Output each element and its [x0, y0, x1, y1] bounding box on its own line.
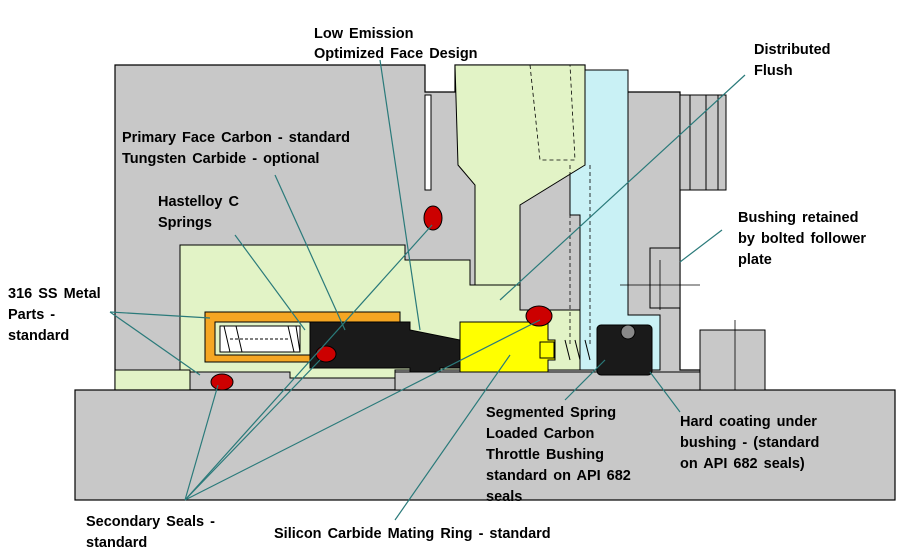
flush-port [454, 64, 586, 286]
housing-slot [424, 94, 432, 191]
label-bushing-retained: Bushing retained by bolted follower plat… [738, 210, 872, 268]
follower-bolt [649, 94, 727, 309]
label-hard-coating: Hard coating under bushing - (standard o… [680, 414, 825, 472]
throttle-bushing [596, 324, 653, 376]
label-silicon-carbide: Silicon Carbide Mating Ring - standard [274, 526, 551, 542]
label-hastelloy: Hastelloy C Springs [158, 194, 245, 231]
centerlines [620, 260, 736, 390]
mating-ring [459, 321, 556, 373]
secondary-seals [210, 205, 553, 391]
bushing-springs [564, 339, 591, 361]
springs [219, 325, 301, 353]
label-low-emission: Low Emission Optimized Face Design [314, 26, 478, 62]
leader-lines [109, 59, 746, 521]
label-316ss-metal: 316 SS Metal Parts - standard [8, 286, 107, 344]
label-segmented-bushing: Segmented Spring Loaded Carbon Throttle … [486, 405, 637, 505]
label-distributed-flush: Distributed Flush [754, 42, 837, 79]
label-primary-face: Primary Face Carbon - standard Tungsten … [122, 130, 356, 167]
ss-metal-parts [204, 311, 401, 363]
hidden-lines [529, 64, 591, 345]
label-secondary-seals: Secondary Seals - standard [86, 514, 221, 551]
primary-face-carbon [309, 321, 461, 373]
